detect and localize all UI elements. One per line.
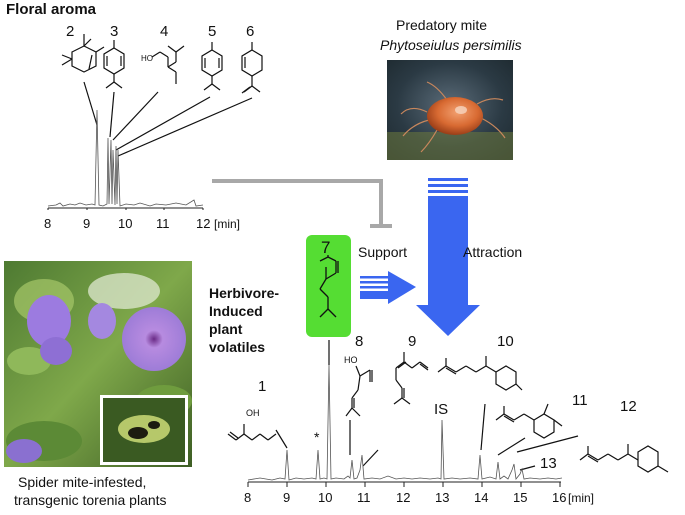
hipv-label-line3: plant — [209, 321, 243, 337]
hipv-tick-15: 15 — [513, 490, 528, 505]
compound-label-7: 7 — [321, 238, 331, 257]
floral-tick-12: 12 — [196, 216, 211, 231]
floral-chromatogram-trace — [47, 109, 204, 207]
hipv-unit: [min] — [568, 491, 595, 505]
hipv-tick-10: 10 — [318, 490, 333, 505]
compound-label-5: 5 — [208, 23, 217, 40]
hipv-tick-11: 11 — [357, 490, 371, 505]
floral-ho-label: HO — [141, 54, 153, 63]
plant-caption-line2: transgenic torenia plants — [14, 492, 167, 508]
predatory-mite-photo — [387, 60, 513, 160]
compound-label-8: 8 — [355, 333, 364, 350]
torenia-plant-photo — [4, 261, 192, 467]
compound-label-4: 4 — [160, 23, 169, 40]
compound-1-oh: OH — [246, 408, 260, 418]
floral-unit: [min] — [214, 217, 241, 231]
compound-label-12: 12 — [620, 398, 637, 415]
hipv-tick-9: 9 — [283, 490, 291, 505]
compound-label-2: 2 — [66, 23, 75, 40]
floral-title: Floral aroma — [6, 1, 97, 18]
compound-label-11: 11 — [572, 392, 588, 409]
support-label: Support — [358, 244, 408, 260]
compound-label-9: 9 — [408, 333, 417, 350]
compound-7-box — [306, 235, 351, 337]
compound-label-3: 3 — [110, 23, 119, 40]
hipv-axis-ticks — [247, 482, 561, 487]
hipv-tick-16: 16 — [552, 490, 567, 505]
attraction-label: Attraction — [463, 244, 523, 260]
floral-tick-11: 11 — [156, 216, 170, 231]
floral-structures: HO — [47, 34, 263, 210]
hipv-label-line4: volatiles — [209, 339, 266, 355]
hipv-tick-8: 8 — [244, 490, 252, 505]
hipv-tick-14: 14 — [474, 490, 489, 505]
compound-label-10: 10 — [497, 333, 514, 350]
floral-axis-ticks — [47, 208, 204, 210]
hipv-tick-13: 13 — [435, 490, 450, 505]
hipv-tick-12: 12 — [396, 490, 411, 505]
compound-7-structure — [319, 255, 339, 318]
internal-standard-label: IS — [434, 401, 449, 418]
floral-tick-9: 9 — [83, 216, 91, 231]
attraction-arrow — [416, 178, 480, 336]
mite-name: Predatory mite — [396, 17, 488, 33]
hipv-chromatogram-trace — [247, 364, 563, 481]
compound-label-6: 6 — [246, 23, 255, 40]
compound-label-13: 13 — [540, 455, 557, 472]
plant-caption-line1: Spider mite-infested, — [18, 474, 147, 490]
compound-8-ho: HO — [344, 355, 358, 365]
support-arrow — [360, 271, 416, 304]
compound-label-1: 1 — [258, 378, 267, 395]
asterisk-label: * — [314, 429, 320, 445]
hipv-label-line2: Induced — [209, 303, 263, 319]
floral-tick-8: 8 — [44, 216, 52, 231]
mite-species: Phytoseiulus persimilis — [380, 37, 522, 53]
hipv-label-line1: Herbivore- — [209, 285, 280, 301]
floral-tick-10: 10 — [118, 216, 133, 231]
